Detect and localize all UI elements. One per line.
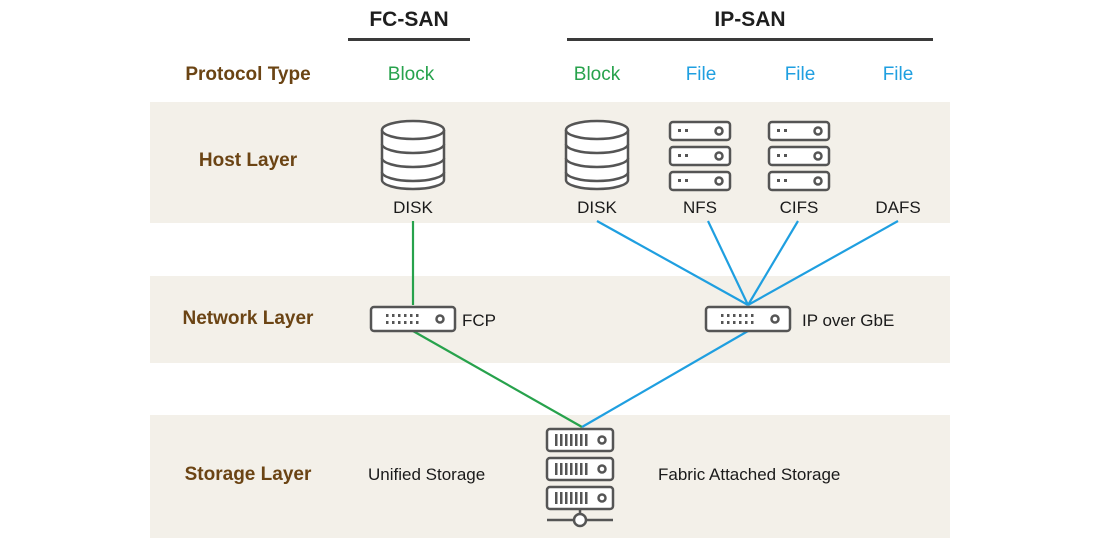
- host-label-cifs: CIFS: [779, 198, 819, 217]
- host-label-ip-disk: DISK: [577, 198, 617, 217]
- row-label-network-layer: Network Layer: [182, 308, 314, 329]
- host-label-nfs: NFS: [683, 198, 717, 217]
- server-icon: [668, 120, 732, 192]
- network-switch-icon: [369, 305, 457, 333]
- server-icon: [767, 120, 831, 192]
- protocol-cifs-file: File: [784, 64, 816, 85]
- database-icon: [380, 119, 446, 191]
- host-label-dafs: DAFS: [875, 198, 921, 217]
- ip-san-rule: [567, 38, 933, 41]
- row-label-storage-layer: Storage Layer: [184, 464, 312, 485]
- fc-san-rule: [348, 38, 470, 41]
- row-label-host-layer: Host Layer: [198, 150, 298, 171]
- protocol-nfs-file: File: [685, 64, 717, 85]
- storage-array-icon: [545, 427, 615, 528]
- row-label-protocol-type: Protocol Type: [185, 64, 311, 85]
- storage-label-fabric: Fabric Attached Storage: [658, 465, 841, 484]
- protocol-dafs-file: File: [882, 64, 914, 85]
- fc-san-title: FC-SAN: [369, 8, 449, 31]
- network-layer-band: [150, 276, 950, 363]
- line-gbe-to-storage: [581, 330, 749, 428]
- storage-label-unified: Unified Storage: [368, 465, 486, 484]
- connection-lines: [411, 220, 899, 428]
- network-switch-icon: [704, 305, 792, 333]
- network-label-fcp: FCP: [462, 311, 496, 330]
- line-dafs-to-gbe: [747, 220, 899, 306]
- line-fcp-to-storage: [412, 330, 583, 428]
- ip-san-title: IP-SAN: [714, 8, 786, 31]
- database-icon: [564, 119, 630, 191]
- line-nfs-to-gbe: [707, 220, 749, 306]
- protocol-ip-block: Block: [573, 64, 621, 85]
- host-label-fc-disk: DISK: [393, 198, 433, 217]
- line-ip-disk-to-gbe: [596, 220, 749, 306]
- line-cifs-to-gbe: [747, 220, 799, 306]
- network-label-ip-over-gbe: IP over GbE: [802, 311, 895, 330]
- protocol-fc-block: Block: [387, 64, 435, 85]
